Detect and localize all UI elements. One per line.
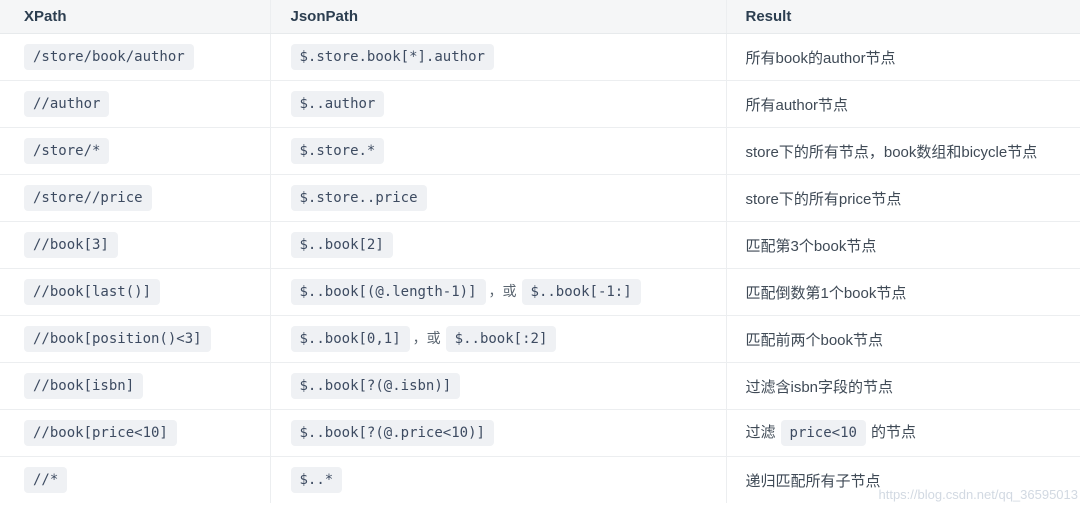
result-cell: 递归匹配所有子节点 (726, 456, 1080, 503)
code-pill: /store/* (24, 138, 110, 164)
table-row: //book[isbn] $..book[?(@.isbn)] 过滤含isbn字段的… (0, 362, 1080, 410)
result-cell: 过滤含isbn字段的节点 (726, 362, 1080, 410)
cell-text: 的节点 (870, 424, 916, 441)
column-header-xpath: XPath (0, 0, 271, 34)
code-pill: $..book[(@.length-1)] (290, 279, 486, 305)
code-pill: $..* (290, 467, 343, 493)
xpath-cell: //book[3] (0, 221, 271, 269)
code-pill: $..book[?(@.price<10)] (290, 420, 494, 446)
table-row: //book[3] $..book[2] 匹配第3个book节点 (0, 221, 1080, 269)
cell-text: 所有author节点 (745, 96, 849, 114)
cell-text: store下的所有节点，book数组和bicycle节点 (745, 143, 1038, 161)
code-pill: $.store..price (290, 185, 427, 211)
jsonpath-cell: $.store.book[*].author (270, 33, 727, 81)
result-cell: 匹配前两个book节点 (726, 315, 1080, 363)
result-cell: 匹配倒数第1个book节点 (726, 268, 1080, 316)
cell-text: 过滤含isbn字段的节点 (745, 378, 894, 396)
jsonpath-cell: $..book[2] (270, 221, 727, 269)
result-cell: 所有book的author节点 (726, 34, 1080, 81)
result-cell: 所有author节点 (726, 80, 1080, 128)
code-pill: //book[price<10] (24, 420, 177, 446)
code-pill: $..book[2] (290, 232, 393, 258)
code-pill: //author (24, 91, 110, 117)
jsonpath-cell: $..book[(@.length-1)]，或$..book[-1:] (270, 268, 727, 316)
cell-text: 所有book的author节点 (745, 49, 896, 67)
table-header: XPath JsonPath Result (0, 0, 1080, 34)
jsonpath-cell: $..author (270, 80, 727, 128)
cell-text: 过滤 (745, 424, 776, 441)
table-row: //book[last()] $..book[(@.length-1)]，或$..… (0, 268, 1080, 316)
code-pill: $.store.* (290, 138, 385, 164)
table-row: //book[position()<3] $..book[0,1]，或$..boo… (0, 315, 1080, 363)
code-pill: $..book[?(@.isbn)] (290, 373, 461, 399)
table-row: //book[price<10] $..book[?(@.price<10)] 过滤… (0, 409, 1080, 457)
code-pill: //book[isbn] (24, 373, 144, 399)
code-pill: //book[last()] (24, 279, 161, 305)
code-pill: $..book[0,1] (290, 326, 410, 352)
table-row: //author $..author 所有author节点 (0, 80, 1080, 128)
table-header-row: XPath JsonPath Result (0, 0, 1080, 34)
cell-text: store下的所有price节点 (745, 190, 902, 208)
jsonpath-cell: $.store.* (270, 127, 727, 175)
jsonpath-cell: $..book[?(@.price<10)] (270, 409, 727, 457)
code-pill: $..book[-1:] (521, 279, 641, 305)
cell-text: 匹配第3个book节点 (745, 237, 877, 255)
table-row: /store/* $.store.* store下的所有节点，book数组和bicy… (0, 127, 1080, 175)
cell-text: 匹配前两个book节点 (745, 331, 884, 349)
jsonpath-cell: $..book[0,1]，或$..book[:2] (270, 315, 727, 363)
code-pill: /store/book/author (24, 44, 194, 70)
table-row: //* $..* 递归匹配所有子节点 (0, 456, 1080, 503)
cell-text: 递归匹配所有子节点 (745, 472, 881, 490)
code-pill: $..author (290, 91, 385, 117)
result-cell: store下的所有price节点 (726, 174, 1080, 222)
cell-text: ，或 (488, 283, 517, 299)
table-row: /store//price $.store..price store下的所有pric… (0, 174, 1080, 222)
xpath-cell: //book[last()] (0, 268, 271, 316)
jsonpath-cell: $..book[?(@.isbn)] (270, 362, 727, 410)
code-pill: $.store.book[*].author (290, 44, 494, 70)
result-cell: store下的所有节点，book数组和bicycle节点 (726, 127, 1080, 175)
code-pill: /store//price (24, 185, 152, 211)
column-header-result: Result (726, 0, 1080, 34)
xpath-cell: //* (0, 456, 271, 503)
xpath-cell: /store/* (0, 127, 271, 175)
code-pill: price<10 (780, 420, 866, 446)
column-header-jsonpath: JsonPath (270, 0, 727, 34)
xpath-cell: //author (0, 80, 271, 128)
table-row: /store/book/author $.store.book[*].author… (0, 33, 1080, 81)
xpath-cell: //book[isbn] (0, 362, 271, 410)
result-cell: 匹配第3个book节点 (726, 221, 1080, 269)
code-pill: //book[position()<3] (24, 326, 211, 352)
xpath-cell: //book[position()<3] (0, 315, 271, 363)
jsonpath-cell: $.store..price (270, 174, 727, 222)
cell-text: 匹配倒数第1个book节点 (745, 284, 907, 302)
jsonpath-cell: $..* (270, 456, 727, 503)
xpath-cell: /store//price (0, 174, 271, 222)
xpath-cell: /store/book/author (0, 33, 271, 81)
code-pill: //book[3] (24, 232, 118, 258)
cell-text: ，或 (412, 330, 441, 346)
code-pill: $..book[:2] (445, 326, 557, 352)
code-pill: //* (24, 467, 68, 493)
xpath-cell: //book[price<10] (0, 409, 271, 457)
table-body: /store/book/author $.store.book[*].author… (0, 33, 1080, 503)
